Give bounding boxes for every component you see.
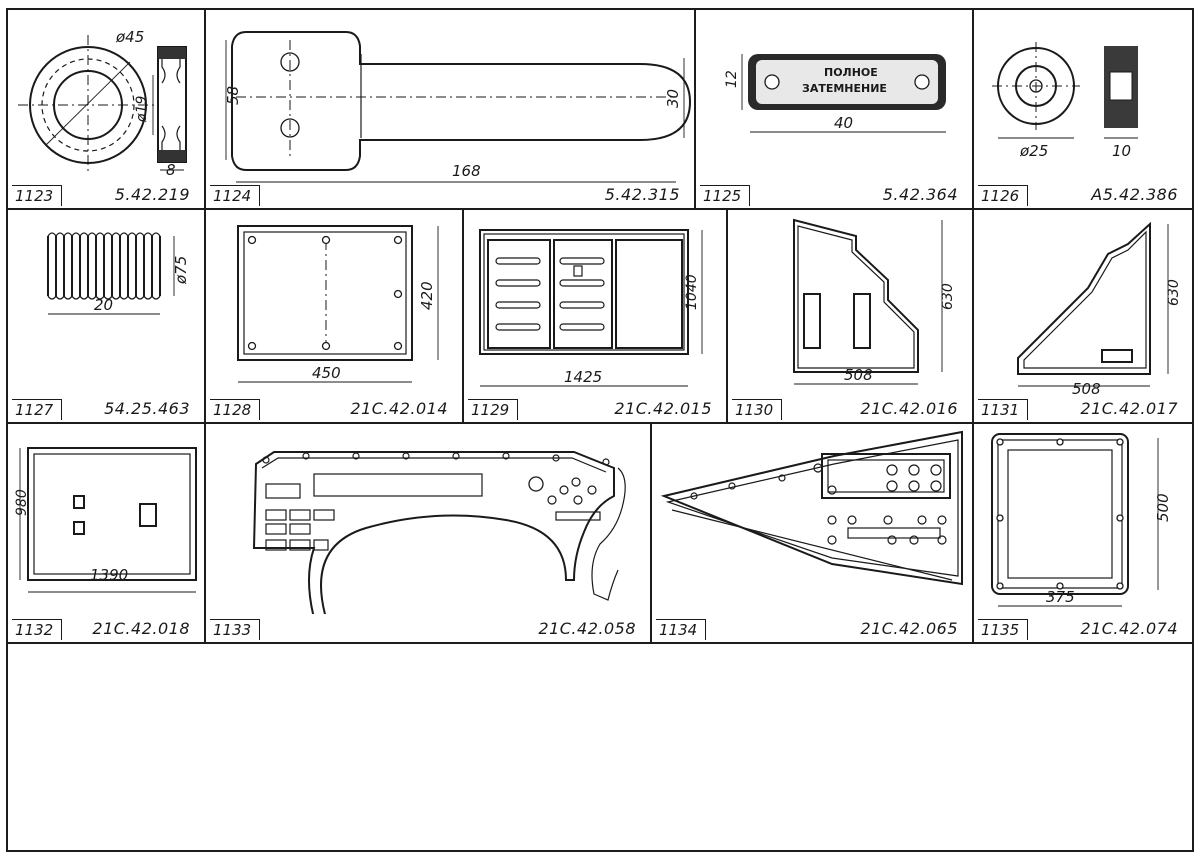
dim-label: 508 [844,366,873,384]
item-number: 1135 [978,619,1029,640]
drawing-side-panel-1131: 630 508 [1017,221,1182,398]
part-code: 21С.42.015 [614,399,712,418]
dim-label: ø19 [134,96,150,123]
part-code: 21С.42.074 [1080,619,1178,638]
catalog-cell-1134: 1134 21С.42.065 [652,424,974,644]
drawing-console-1133 [252,451,626,614]
dim-label: ø25 [1019,142,1048,160]
dim-label: 980 [14,489,30,516]
dim-label: 375 [1046,588,1075,606]
catalog-cell-1129: 1040 1425 1129 21С.42.015 [464,210,728,424]
dim-label: 1425 [564,368,602,386]
item-number: 1129 [468,399,519,420]
dim-label: 1390 [90,566,128,584]
item-number: 1134 [656,619,707,640]
drawing-side-panel-1130: 630 508 [793,218,956,385]
catalog-cell-1127: ø75 20 1127 54.25.463 [6,210,206,424]
drawing-cabinet-1129: 1040 1425 [479,229,703,387]
plate-text-line: ПОЛНОЕ [824,66,878,79]
dim-label: 10 [1112,142,1131,160]
dim-label: 420 [418,281,436,310]
drawing-wedge-panel-1134 [660,430,963,586]
dim-label: ø45 [115,28,144,46]
dim-label: 450 [312,364,341,382]
part-code: 21С.42.058 [538,619,636,638]
part-code: 21С.42.065 [860,619,958,638]
drawing-frame-1135: 500 375 [991,433,1172,607]
item-number: 1125 [700,185,751,206]
part-code: 21С.42.016 [860,399,958,418]
dim-label: 58 [224,86,242,105]
part-code: А5.42.386 [1091,185,1178,204]
part-code: 21С.42.018 [92,619,190,638]
drawing-ring-1123: ø45 ø19 8 [18,28,187,179]
dim-label: ø75 [172,256,190,285]
dim-label: 12 [724,70,740,88]
item-number: 1123 [12,185,63,206]
catalog-cell-1126: ø25 10 1126 А5.42.386 [974,8,1194,210]
dim-label: 20 [94,296,113,314]
part-code: 5.42.219 [114,185,190,204]
part-code: 21С.42.014 [350,399,448,418]
dim-label: 630 [1166,279,1182,306]
part-code: 54.25.463 [104,399,190,418]
catalog-cell-1123: ø45 ø19 8 1123 5.42.219 [6,8,206,210]
dim-label: 508 [1072,380,1101,398]
dim-label: 1040 [684,274,700,310]
dim-label: 8 [166,161,176,179]
catalog-cell-1132: 980 1390 1132 21С.42.018 [6,424,206,644]
catalog-cell-1125: ПОЛНОЕ ЗАТЕМНЕНИЕ 12 40 1125 5.42.364 [696,8,974,210]
item-number: 1127 [12,399,63,420]
drawing-spring-1127: ø75 20 [47,232,190,315]
catalog-cell-1133: 1133 21С.42.058 [206,424,652,644]
item-number: 1126 [978,185,1029,206]
item-number: 1128 [210,399,261,420]
part-code: 5.42.315 [604,185,680,204]
item-number: 1131 [978,399,1029,420]
plate-text-line: ЗАТЕМНЕНИЕ [802,82,887,95]
part-code: 21С.42.017 [1080,399,1178,418]
dim-label: 630 [940,283,956,310]
item-number: 1130 [732,399,783,420]
drawing-panel-1128: 420 450 [237,225,439,383]
item-number: 1133 [210,619,261,640]
drawing-plate-1125: ПОЛНОЕ ЗАТЕМНЕНИЕ 12 40 [724,54,946,133]
dim-label: 168 [452,162,481,180]
item-number: 1124 [210,185,261,206]
catalog-cell-1135: 500 375 1135 21С.42.074 [974,424,1194,644]
catalog-cell-1130: 630 508 1130 21С.42.016 [728,210,974,424]
empty-catalog-area [6,644,1194,852]
dim-label: 40 [834,114,853,132]
catalog-cell-1131: 630 508 1131 21С.42.017 [974,210,1194,424]
item-number: 1132 [12,619,63,640]
drawing-bushing-1126: ø25 10 [992,42,1138,160]
dim-label: 500 [1154,493,1172,522]
catalog-cell-1124: 58 30 168 1124 5.42.315 [206,8,696,210]
dim-label: 30 [664,89,682,108]
drawing-bracket-1124: 58 30 168 [224,31,692,183]
part-code: 5.42.364 [882,185,958,204]
catalog-cell-1128: 420 450 1128 21С.42.014 [206,210,464,424]
drawing-frame-1132: 980 1390 [14,447,197,593]
